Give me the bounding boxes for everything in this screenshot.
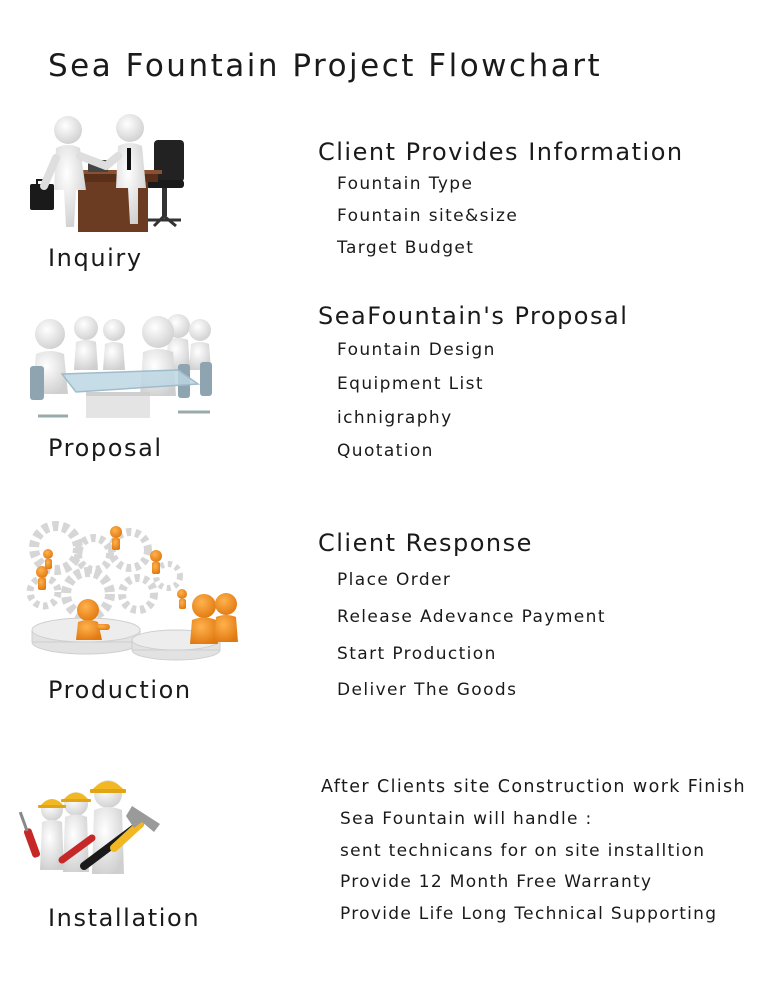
stage-heading-proposal: SeaFountain's Proposal [318, 302, 629, 330]
stage-heading-inquiry: Client Provides Information [318, 138, 684, 166]
list-item: Release Adevance Payment [337, 607, 606, 627]
list-item: Fountain Design [337, 340, 496, 360]
page-title: Sea Fountain Project Flowchart [48, 48, 603, 84]
list-item: sent technicans for on site installtion [340, 841, 706, 861]
gears-workers-icon [26, 521, 238, 661]
list-item: Quotation [337, 441, 434, 461]
stage-label-proposal: Proposal [48, 434, 163, 462]
list-item: Fountain Type [337, 174, 474, 194]
list-item: Place Order [337, 570, 452, 590]
stage-label-installation: Installation [48, 904, 201, 932]
list-item: Sea Fountain will handle : [340, 809, 593, 829]
list-item: Start Production [337, 644, 497, 664]
list-item: Equipment List [337, 374, 485, 394]
list-item: ichnigraphy [337, 408, 453, 428]
list-item: Target Budget [337, 238, 475, 258]
list-item: Deliver The Goods [337, 680, 518, 700]
list-item: Fountain site&size [337, 206, 519, 226]
handshake-meeting-icon [30, 114, 184, 232]
list-item: Provide Life Long Technical Supporting [340, 904, 718, 924]
technicians-tools-icon [18, 780, 160, 874]
stage-heading-installation: After Clients site Construction work Fin… [321, 777, 747, 797]
stage-label-production: Production [48, 676, 192, 704]
conference-table-icon [30, 314, 212, 418]
stage-heading-production: Client Response [318, 529, 533, 557]
list-item: Provide 12 Month Free Warranty [340, 872, 653, 892]
stage-label-inquiry: Inquiry [48, 244, 143, 272]
